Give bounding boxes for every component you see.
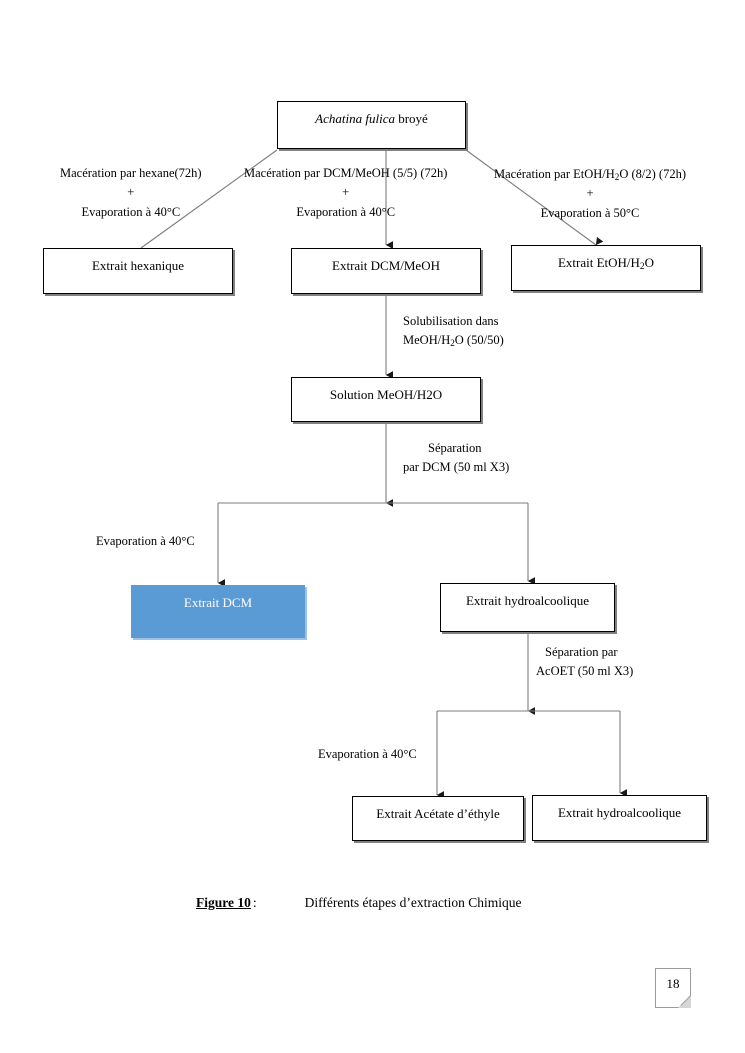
- node-extrait-hydroalcoolique-1: Extrait hydroalcoolique: [440, 583, 615, 632]
- edge-label-evaporation-40-left-line1: Evaporation à 40°C: [96, 534, 195, 548]
- edge-label-dcm-meoh-line3: Evaporation à 40°C: [296, 204, 396, 219]
- edge-label-hexane-line3: Evaporation à 40°C: [81, 204, 181, 219]
- node-extrait-dcm: Extrait DCM: [131, 585, 305, 638]
- figure-caption: Figure 10: Différents étapes d’extraction…: [196, 895, 521, 911]
- edge-solub-pre: MeOH/H: [403, 333, 451, 348]
- species-name: Achatina fulica: [315, 111, 395, 126]
- edge-label-etoh-line1: Macération par EtOH/H2O (8/2) (72h): [494, 165, 686, 184]
- edge-label-solubilisation-line2: MeOH/H2O (50/50): [403, 331, 504, 350]
- edge-label-separation-dcm-line2: par DCM (50 ml X3): [403, 460, 510, 475]
- node-etoh-pre: Extrait EtOH/H: [557, 255, 640, 270]
- edge-label-separation-acoet: Séparation par AcOET (50 ml X3): [536, 643, 633, 682]
- edge-label-etoh: Macération par EtOH/H2O (8/2) (72h) + Ev…: [494, 165, 686, 223]
- figure-number: Figure 10: [196, 895, 251, 910]
- edge-label-etoh-line3: Evaporation à 50°C: [540, 205, 640, 220]
- species-state: broyé: [398, 111, 428, 126]
- edge-etoh-post: O (8/2) (72h): [619, 167, 687, 181]
- edge-label-hexane-line2: +: [127, 185, 135, 200]
- edge-label-separation-dcm-line1: Séparation: [428, 441, 482, 455]
- node-source-label: Achatina fulica broyé: [278, 102, 465, 127]
- node-source: Achatina fulica broyé: [277, 101, 466, 149]
- node-extrait-dcm-label: Extrait DCM: [183, 595, 253, 610]
- node-solution-meoh-h2o: Solution MeOH/H2O: [291, 377, 481, 422]
- edge-label-evaporation-40-left: Evaporation à 40°C: [96, 532, 195, 551]
- node-extrait-hydroalcoolique-1-label: Extrait hydroalcoolique: [465, 593, 590, 608]
- edge-label-dcm-meoh-line1: Macération par DCM/MeOH (5/5) (72h): [244, 166, 448, 180]
- figure-caption-separator: :: [252, 895, 257, 910]
- edge-label-hexane: Macération par hexane(72h) + Evaporation…: [60, 164, 202, 222]
- edge-label-etoh-line2: +: [586, 186, 594, 201]
- node-solution-meoh-h2o-label: Solution MeOH/H2O: [329, 387, 443, 402]
- node-extrait-hexanique-label: Extrait hexanique: [91, 258, 185, 273]
- node-extrait-acetate-ethyle: Extrait Acétate d’éthyle: [352, 796, 524, 841]
- edge-label-dcm-meoh-line2: +: [342, 185, 350, 200]
- node-etoh-sub: 2: [639, 262, 645, 273]
- edge-label-dcm-meoh: Macération par DCM/MeOH (5/5) (72h) + Ev…: [244, 164, 447, 222]
- edge-label-hexane-line1: Macération par hexane(72h): [60, 166, 202, 180]
- node-etoh-post: O: [644, 255, 655, 270]
- edge-solub-post: O (50/50): [454, 333, 504, 348]
- node-extrait-dcm-meoh: Extrait DCM/MeOH: [291, 248, 481, 294]
- node-extrait-etoh-h2o: Extrait EtOH/H2O: [511, 245, 701, 291]
- node-extrait-etoh-h2o-label: Extrait EtOH/H2O: [512, 246, 700, 273]
- edge-label-solubilisation-line1: Solubilisation dans: [403, 314, 499, 328]
- edge-label-evaporation-40-bottom: Evaporation à 40°C: [318, 745, 417, 764]
- page-number-value: 18: [666, 976, 680, 991]
- node-extrait-hydroalcoolique-2: Extrait hydroalcoolique: [532, 795, 707, 841]
- edge-etoh-sub: 2: [614, 172, 620, 182]
- page-number-badge: 18: [655, 968, 691, 1008]
- edge-label-separation-acoet-line1: Séparation par: [545, 645, 618, 659]
- node-extrait-acetate-ethyle-label: Extrait Acétate d’éthyle: [376, 806, 500, 821]
- edge-label-separation-acoet-line2: AcOET (50 ml X3): [536, 664, 634, 679]
- node-extrait-hydroalcoolique-2-label: Extrait hydroalcoolique: [557, 805, 682, 820]
- node-extrait-hexanique: Extrait hexanique: [43, 248, 233, 294]
- edge-label-solubilisation: Solubilisation dans MeOH/H2O (50/50): [403, 312, 504, 351]
- edge-etoh-pre: Macération par EtOH/H: [494, 167, 615, 181]
- figure-caption-text: Différents étapes d’extraction Chimique: [304, 895, 522, 910]
- edge-label-evaporation-40-bottom-line1: Evaporation à 40°C: [318, 747, 417, 761]
- edge-solub-sub: 2: [450, 338, 455, 349]
- node-extrait-dcm-meoh-label: Extrait DCM/MeOH: [332, 258, 440, 273]
- edge-label-separation-dcm: Séparation par DCM (50 ml X3): [403, 439, 509, 478]
